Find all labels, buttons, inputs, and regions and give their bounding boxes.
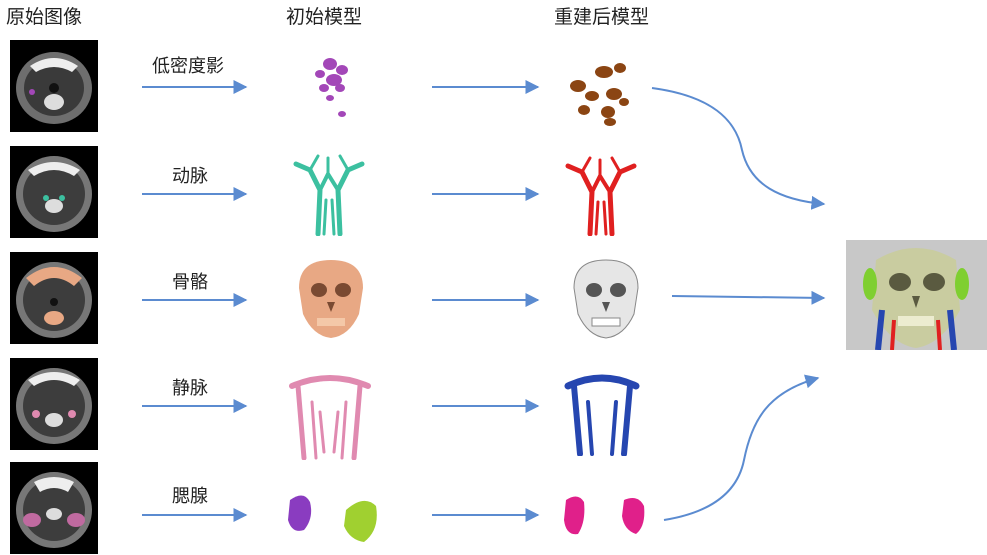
arrow-merge-bottom [664,378,818,520]
arrow-merge-middle [672,296,824,298]
arrow-merge-top [652,88,824,204]
